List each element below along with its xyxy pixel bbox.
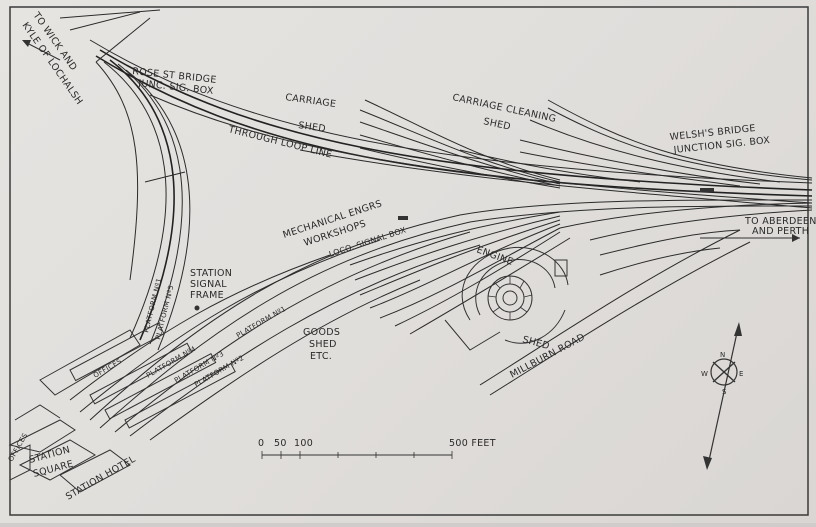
label-platform-1b: PLATFORM Nº1 <box>235 305 288 340</box>
label-goods: GOODS <box>303 327 340 338</box>
platform-tracks <box>69 199 813 441</box>
scale-tick-50: 50 <box>274 438 287 449</box>
label-carriage: CARRIAGE <box>285 92 337 110</box>
label-millburn: MILLBURN ROAD <box>508 332 587 381</box>
label-to-aberdeen: TO ABERDEEN <box>744 216 816 227</box>
station-signal-frame-marker <box>194 305 200 311</box>
label-station-hotel: STATION HOTEL <box>64 454 138 503</box>
label-goods-etc: ETC. <box>310 351 332 362</box>
compass-s: S <box>722 388 727 396</box>
label-signal: SIGNAL <box>190 279 227 290</box>
label-station: STATION <box>190 268 232 279</box>
label-frame: FRAME <box>190 290 224 301</box>
compass-icon: N S E W <box>701 322 744 470</box>
station-buildings <box>8 322 236 493</box>
label-and-perth: AND PERTH <box>752 226 809 237</box>
station-curve <box>95 59 191 351</box>
arrow-to-wick-icon <box>22 40 61 61</box>
label-carriage-shed: SHED <box>298 120 327 135</box>
compass-w: W <box>701 370 708 378</box>
carriage-sidings <box>359 99 813 189</box>
compass-n: N <box>720 351 726 359</box>
map-border <box>9 6 809 516</box>
scale-end: 500 FEET <box>449 438 496 449</box>
label-offices-1: OFFICES <box>92 357 123 380</box>
scale-bar: 0 50 100 500 FEET <box>258 438 496 459</box>
label-goods-shed: SHED <box>309 339 337 350</box>
loco-signal-box-marker <box>398 216 408 220</box>
engine-shed-roundhouse <box>444 246 569 351</box>
scale-tick-100: 100 <box>294 438 313 449</box>
goods-sidings <box>349 202 813 335</box>
welsh-signal-box-marker <box>700 188 714 192</box>
scale-tick-0: 0 <box>258 438 264 449</box>
arrow-to-aberdeen-icon <box>740 234 800 242</box>
main-tracks <box>59 9 813 209</box>
compass-e: E <box>739 370 744 378</box>
label-carriage-cleaning-shed: SHED <box>482 116 511 133</box>
